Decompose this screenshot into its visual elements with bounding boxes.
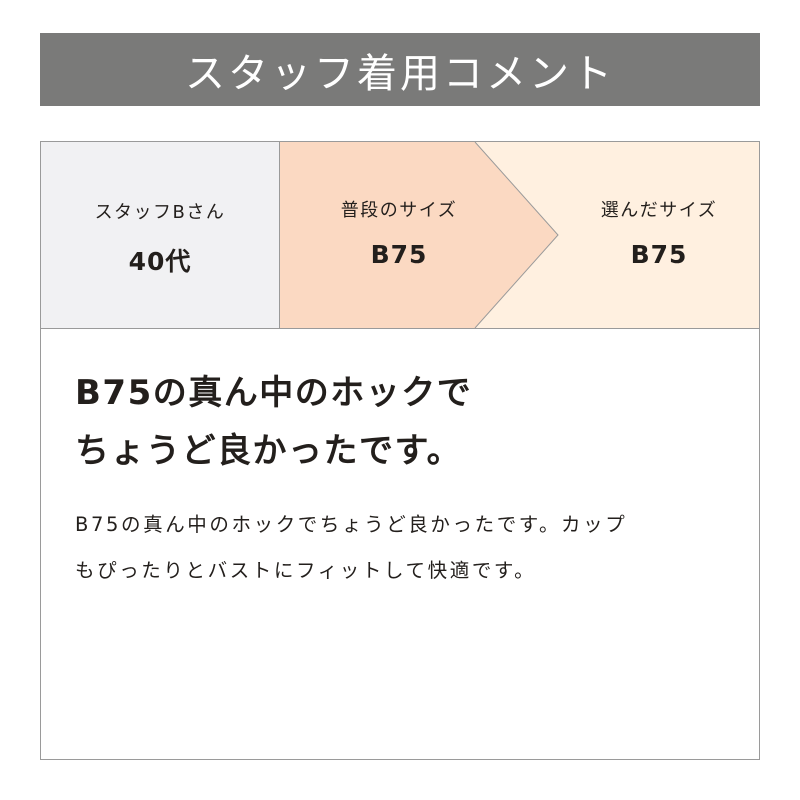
comment-body-line2: もぴったりとバストにフィットして快適です。 xyxy=(75,559,537,582)
banner-title: スタッフ着用コメント xyxy=(185,50,615,97)
arrow-outline xyxy=(474,142,559,328)
comment-headline: B75の真ん中のホックで ちょうど良かったです。 xyxy=(75,364,735,480)
usual-size-value: B75 xyxy=(370,239,428,269)
comment-section: B75の真ん中のホックで ちょうど良かったです。 B75の真ん中のホックでちょう… xyxy=(75,364,735,594)
chosen-size-value: B75 xyxy=(630,239,688,269)
usual-size-info: 普段のサイズ B75 xyxy=(279,142,519,328)
comment-headline-line2: ちょうど良かったです。 xyxy=(75,431,463,471)
staff-name: スタッフBさん xyxy=(94,202,226,223)
usual-size-arrow xyxy=(279,142,558,328)
chosen-size-info: 選んだサイズ B75 xyxy=(559,142,759,328)
staff-info: スタッフBさん 40代 xyxy=(41,142,279,328)
comment-headline-line1: B75の真ん中のホックで xyxy=(75,373,473,413)
size-info-background xyxy=(41,142,759,328)
chosen-size-label: 選んだサイズ xyxy=(600,199,718,221)
comment-body: B75の真ん中のホックでちょうど良かったです。カップ もぴったりとバストにフィッ… xyxy=(75,502,735,594)
header-banner: スタッフ着用コメント xyxy=(40,33,760,106)
staff-age: 40代 xyxy=(128,247,192,276)
usual-size-label: 普段のサイズ xyxy=(340,199,458,221)
comment-body-line1: B75の真ん中のホックでちょうど良かったです。カップ xyxy=(75,513,628,536)
staff-cell-bg xyxy=(41,142,279,328)
size-info-row: スタッフBさん 40代 普段のサイズ B75 選んだサイズ B75 xyxy=(41,142,759,328)
section-divider xyxy=(41,328,759,329)
comment-card: スタッフBさん 40代 普段のサイズ B75 選んだサイズ B75 B75の真ん… xyxy=(40,141,760,760)
